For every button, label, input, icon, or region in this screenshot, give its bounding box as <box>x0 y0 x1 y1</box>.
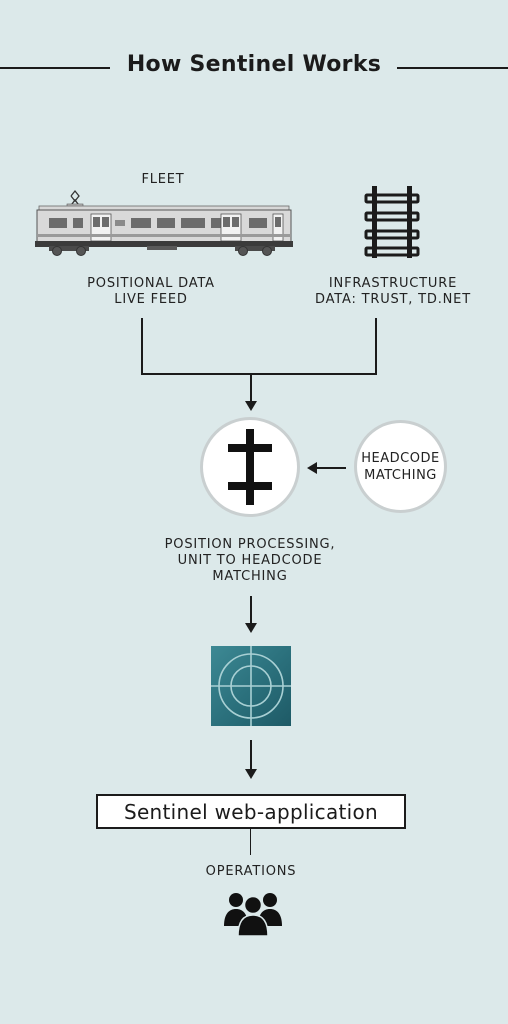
connector-merge <box>141 373 377 375</box>
arrow-to-radar <box>245 623 257 633</box>
processing-line3: MATCHING <box>212 569 288 584</box>
arrow-to-webapp <box>245 769 257 779</box>
sentinel-webapp-box: Sentinel web-application <box>96 794 406 829</box>
processing-line2: UNIT TO HEADCODE <box>177 553 323 568</box>
infrastructure-data-line2: DATA: TRUST, TD.NET <box>315 292 471 307</box>
connector-left-down <box>141 318 143 375</box>
fleet-label: FLEET <box>141 172 185 187</box>
connector-right-down <box>375 318 377 375</box>
connector-to-logo <box>250 375 252 402</box>
title-rule-right <box>397 67 508 69</box>
infrastructure-data-line1: INFRASTRUCTURE <box>328 276 458 291</box>
page-title: How Sentinel Works <box>126 52 382 77</box>
radar-icon <box>211 646 291 726</box>
positional-data-line2: LIVE FEED <box>114 292 188 307</box>
sentinel-logo-circle <box>203 420 297 514</box>
infrastructure-data-label: INFRASTRUCTURE DATA: TRUST, TD.NET <box>300 276 486 308</box>
operations-label: OPERATIONS <box>205 864 297 879</box>
connector-to-radar <box>250 596 252 624</box>
processing-label: POSITION PROCESSING, UNIT TO HEADCODE MA… <box>130 537 370 585</box>
connector-to-webapp <box>250 740 252 770</box>
headcode-line1: HEADCODE <box>361 450 440 466</box>
connector-to-operations <box>250 829 251 855</box>
positional-data-line1: POSITIONAL DATA <box>87 276 215 291</box>
people-icon <box>224 893 282 936</box>
sentinel-logo-icon <box>228 429 272 505</box>
headcode-line2: MATCHING <box>364 467 437 483</box>
rail-track-icon <box>364 186 420 258</box>
headcode-matching-circle: HEADCODE MATCHING <box>357 423 444 510</box>
positional-data-label: POSITIONAL DATA LIVE FEED <box>60 276 242 308</box>
headcode-matching-label: HEADCODE MATCHING <box>361 450 439 484</box>
arrow-from-headcode <box>307 462 317 474</box>
processing-line1: POSITION PROCESSING, <box>164 537 336 552</box>
title-rule-left <box>0 67 110 69</box>
arrow-to-logo <box>245 401 257 411</box>
train-icon <box>35 189 293 256</box>
connector-headcode <box>316 467 346 469</box>
radar-box <box>211 646 291 726</box>
